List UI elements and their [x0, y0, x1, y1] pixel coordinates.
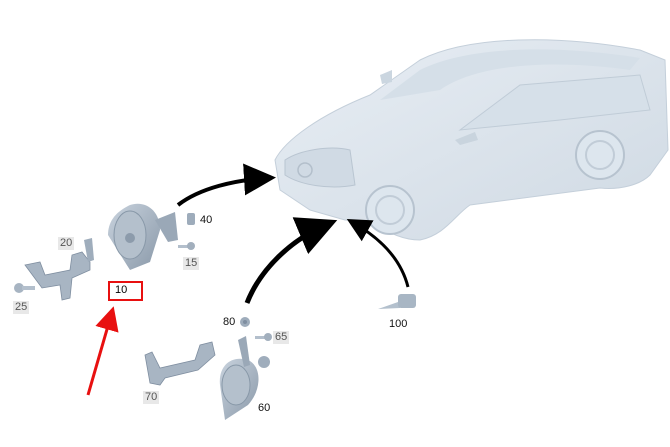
part-nut-40	[187, 213, 195, 225]
part-label-100[interactable]: 100	[389, 318, 408, 330]
part-bolt-65	[255, 333, 272, 341]
part-sensor-100	[378, 294, 416, 309]
part-label-80[interactable]: 80	[223, 316, 236, 328]
red-pointer-arrow	[86, 306, 119, 396]
part-nut-80	[240, 317, 250, 327]
part-bracket-70	[144, 341, 216, 386]
part-horn-60	[219, 336, 270, 420]
part-label-20[interactable]: 20	[58, 237, 75, 250]
part-label-25[interactable]: 25	[13, 301, 30, 314]
part-bolt-25	[14, 283, 35, 293]
car-illustration	[274, 39, 669, 241]
part-label-65[interactable]: 65	[273, 331, 290, 344]
part-bolt-15	[178, 242, 195, 250]
part-label-40[interactable]: 40	[200, 214, 213, 226]
part-bracket-20	[24, 238, 94, 301]
assembly-arrows	[176, 163, 410, 304]
part-horn-10	[108, 203, 178, 270]
part-label-60[interactable]: 60	[258, 402, 271, 414]
part-label-70[interactable]: 70	[143, 391, 160, 404]
part-label-10[interactable]: 10	[108, 281, 144, 301]
part-label-15[interactable]: 15	[183, 257, 200, 270]
